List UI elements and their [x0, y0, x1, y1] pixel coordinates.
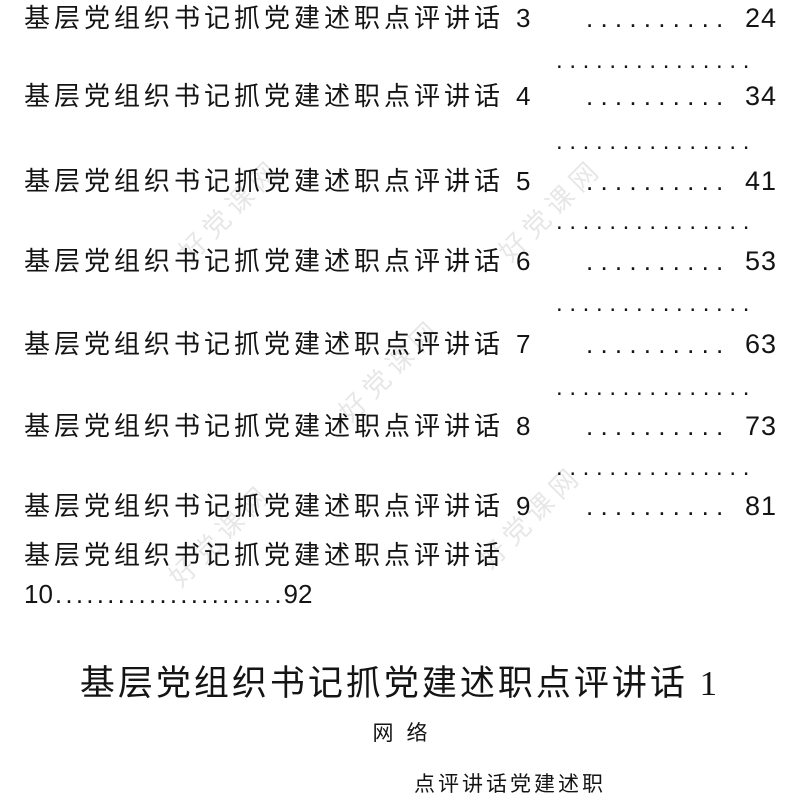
toc-entry: 基层党组织书记抓党建述职点评讲话 7 . . . . . . . . . . 63 [24, 327, 777, 361]
toc-dot-leader: . . . . . . . . . . [586, 246, 724, 276]
toc-entry-title: 基层党组织书记抓党建述职点评讲话 [24, 541, 505, 570]
toc-dot-leader: . . . . . . . . . . [586, 166, 724, 196]
toc-dot-row: . . . . . . . . . . . . . . . [556, 208, 750, 235]
toc-page-number: 41 [744, 166, 777, 196]
toc-dot-leader: . . . . . . . . . . . . . . . . . . . . … [54, 579, 282, 609]
toc-entry-title: 基层党组织书记抓党建述职点评讲话 [24, 492, 505, 521]
toc-page-number: 53 [744, 246, 777, 276]
toc-entry: 基层党组织书记抓党建述职点评讲话 8 . . . . . . . . . . 73 [24, 409, 777, 443]
toc-entry-number: 3 [516, 3, 532, 33]
toc-dot-leader: . . . . . . . . . . [586, 491, 724, 521]
toc-entry: 基层党组织书记抓党建述职点评讲话 9 . . . . . . . . . . 81 [24, 489, 777, 523]
toc-dot-leader: . . . . . . . . . . [586, 3, 724, 33]
toc-dot-row: . . . . . . . . . . . . . . . [556, 374, 750, 401]
toc-entry: 基层党组织书记抓党建述职点评讲话 4 . . . . . . . . . . 34 [24, 79, 777, 113]
toc-entry-number: 9 [516, 491, 532, 521]
toc-entry-number: 7 [516, 329, 532, 359]
toc-entry-title: 基层党组织书记抓党建述职点评讲话 [24, 82, 505, 111]
toc-page-number: 24 [744, 3, 777, 33]
toc-entry: 10. . . . . . . . . . . . . . . . . . . … [24, 577, 312, 611]
toc-dot-row: . . . . . . . . . . . . . . . [556, 47, 750, 74]
toc-dot-row: . . . . . . . . . . . . . . . [556, 290, 750, 317]
toc-dot-leader: . . . . . . . . . . [586, 81, 724, 111]
toc-page-number: 73 [744, 411, 777, 441]
toc-entry: 基层党组织书记抓党建述职点评讲话 3 . . . . . . . . . . 24 [24, 1, 777, 35]
toc-entry-number: 5 [516, 166, 532, 196]
toc-dot-leader: . . . . . . . . . . [586, 411, 724, 441]
toc-entry: 基层党组织书记抓党建述职点评讲话 5 . . . . . . . . . . 41 [24, 164, 777, 198]
toc-entry-number: 4 [516, 81, 532, 111]
toc-dot-row: . . . . . . . . . . . . . . . [556, 128, 750, 155]
toc-page-number: 81 [744, 491, 777, 521]
toc-entry-title: 基层党组织书记抓党建述职点评讲话 [24, 412, 505, 441]
toc-page-number: 63 [744, 329, 777, 359]
toc-entry: 基层党组织书记抓党建述职点评讲话 6 . . . . . . . . . . 53 [24, 244, 777, 278]
toc-entry-title: 基层党组织书记抓党建述职点评讲话 [24, 247, 505, 276]
section-byline: 网络 [372, 721, 441, 745]
toc-entry-number: 6 [516, 246, 532, 276]
toc-entry-title: 基层党组织书记抓党建述职点评讲话 [24, 167, 505, 196]
toc-page-number: 92 [283, 579, 313, 609]
section-subline: 点评讲话党建述职 [414, 772, 606, 796]
toc-page-number: 34 [744, 81, 777, 111]
toc-entry-number: 10 [24, 579, 53, 609]
toc-dot-leader: . . . . . . . . . . [586, 329, 724, 359]
toc-entry-number: 8 [516, 411, 532, 441]
section-heading: 基层党组织书记抓党建述职点评讲话 1 [79, 664, 721, 703]
toc-dot-row: . . . . . . . . . . . . . . . [556, 454, 750, 481]
toc-entry-title: 基层党组织书记抓党建述职点评讲话 [24, 4, 505, 33]
toc-entry-title: 基层党组织书记抓党建述职点评讲话 [24, 330, 505, 359]
